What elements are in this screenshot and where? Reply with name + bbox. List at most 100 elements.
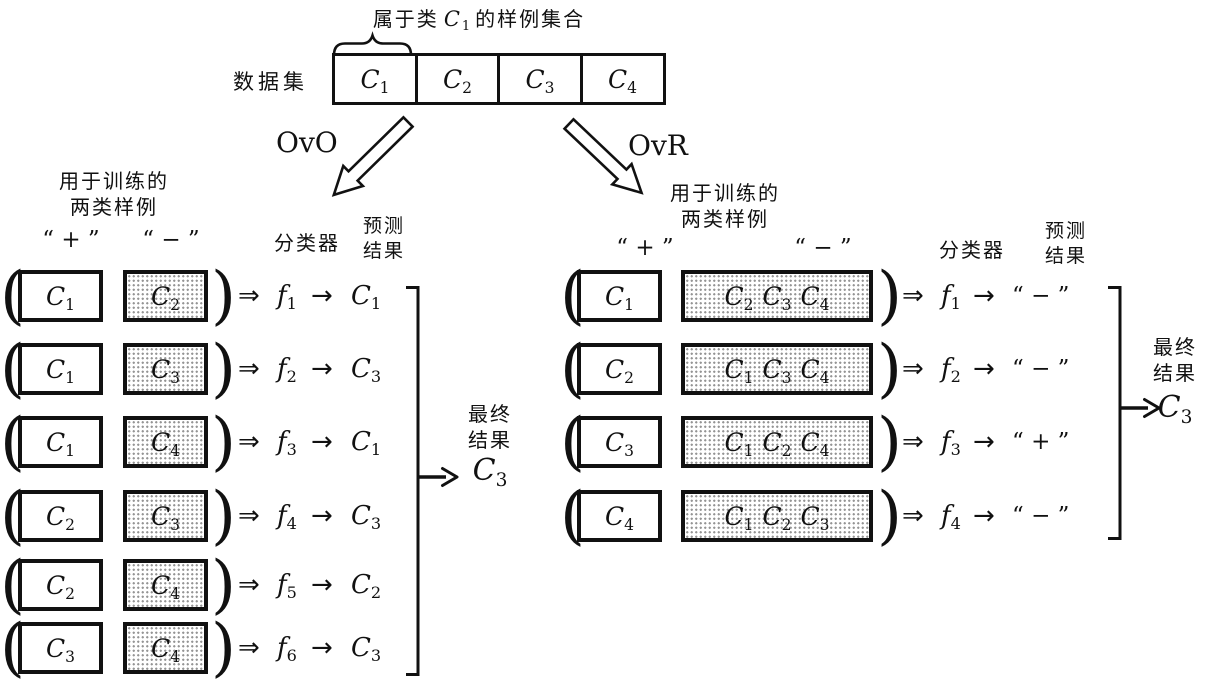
classifier-symbol: f3 bbox=[277, 427, 297, 460]
caption-prefix: 属于类 bbox=[372, 9, 439, 31]
close-paren: ) bbox=[877, 259, 902, 333]
ovo-row-5: ( C2 C4 ) ⇒ f5 → C2 bbox=[0, 553, 445, 617]
negative-class-box: C4 bbox=[123, 622, 208, 674]
classifier-symbol: f4 bbox=[277, 501, 297, 534]
classifier-symbol: f4 bbox=[941, 501, 961, 534]
positive-class-box: C1 bbox=[18, 343, 103, 395]
ovr-row-4: ( C4 C1 C2 C3 ) ⇒ f4 → “ − ” bbox=[560, 484, 1208, 548]
ovr-row-1: ( C1 C2 C3 C4 ) ⇒ f1 → “ − ” bbox=[560, 264, 1208, 328]
negative-classes-box: C1 C2 C3 bbox=[681, 490, 873, 542]
positive-class-box: C1 bbox=[577, 270, 662, 322]
dataset-cell-c1: C1 bbox=[332, 53, 418, 105]
maps-to-arrow: → bbox=[311, 570, 333, 600]
ovr-final-result-value: C3 bbox=[1157, 390, 1193, 428]
maps-to-arrow: → bbox=[311, 427, 333, 457]
negative-classes-box: C2 C3 C4 bbox=[681, 270, 873, 322]
prediction-value: C3 bbox=[351, 633, 382, 666]
prediction-value: “ − ” bbox=[1012, 503, 1070, 529]
negative-class-box: C4 bbox=[123, 559, 208, 611]
implies-symbol: ⇒ bbox=[238, 501, 260, 531]
ovo-positive-column-header: “ + ” bbox=[42, 227, 100, 253]
ovr-negative-column-header: “ − ” bbox=[794, 235, 852, 261]
ovr-training-header: 用于训练的两类样例 bbox=[670, 183, 780, 231]
ovr-branch-label: OvR bbox=[628, 129, 688, 162]
positive-class-box: C2 bbox=[18, 559, 103, 611]
classifier-symbol: f5 bbox=[277, 570, 297, 603]
negative-classes-box: C1 C2 C4 bbox=[681, 416, 873, 468]
close-paren: ) bbox=[211, 259, 236, 333]
classifier-symbol: f6 bbox=[277, 633, 297, 666]
prediction-value: “ − ” bbox=[1012, 283, 1070, 309]
maps-to-arrow: → bbox=[311, 354, 333, 384]
class1-set-caption: 属于类 C1 的样例集合 bbox=[333, 3, 625, 35]
ovo-branch-label: OvO bbox=[276, 126, 338, 159]
ovo-row-3: ( C1 C4 ) ⇒ f3 → C1 bbox=[0, 410, 445, 474]
ovo-negative-column-header: “ − ” bbox=[142, 227, 200, 253]
implies-symbol: ⇒ bbox=[902, 354, 924, 384]
positive-class-box: C3 bbox=[577, 416, 662, 468]
positive-class-box: C1 bbox=[18, 416, 103, 468]
dataset-label: 数据集 bbox=[233, 71, 308, 94]
maps-to-arrow: → bbox=[973, 501, 995, 531]
ovo-row-1: ( C1 C2 ) ⇒ f1 → C1 bbox=[0, 264, 445, 328]
classifier-symbol: f1 bbox=[277, 281, 297, 314]
classifier-symbol: f3 bbox=[941, 427, 961, 460]
dataset-strip: C1 C2 C3 C4 bbox=[332, 53, 666, 105]
maps-to-arrow: → bbox=[973, 281, 995, 311]
positive-class-box: C4 bbox=[577, 490, 662, 542]
dataset-cell-c3: C3 bbox=[497, 53, 583, 105]
ovo-block-arrow-icon bbox=[331, 115, 415, 197]
close-paren: ) bbox=[877, 405, 902, 479]
negative-classes-box: C1 C3 C4 bbox=[681, 343, 873, 395]
implies-symbol: ⇒ bbox=[238, 354, 260, 384]
negative-class-box: C3 bbox=[123, 343, 208, 395]
ovr-classifier-header: 分类器 bbox=[939, 240, 1005, 262]
maps-to-arrow: → bbox=[311, 633, 333, 663]
implies-symbol: ⇒ bbox=[902, 427, 924, 457]
implies-symbol: ⇒ bbox=[902, 281, 924, 311]
prediction-value: “ − ” bbox=[1012, 356, 1070, 382]
caption-class-symbol: C1 bbox=[443, 7, 471, 35]
ovr-prediction-header: 预测结果 bbox=[1044, 221, 1087, 267]
ovo-row-4: ( C2 C3 ) ⇒ f4 → C3 bbox=[0, 484, 445, 548]
close-paren: ) bbox=[211, 479, 236, 553]
dataset-cell-c2: C2 bbox=[414, 53, 501, 105]
close-paren: ) bbox=[877, 479, 902, 553]
prediction-value: “ + ” bbox=[1012, 429, 1070, 455]
prediction-value: C1 bbox=[351, 281, 382, 314]
ovo-training-header: 用于训练的两类样例 bbox=[59, 171, 169, 219]
positive-class-box: C2 bbox=[577, 343, 662, 395]
positive-class-box: C2 bbox=[18, 490, 103, 542]
ovr-row-3: ( C3 C1 C2 C4 ) ⇒ f3 → “ + ” bbox=[560, 410, 1208, 474]
ovo-prediction-header: 预测结果 bbox=[362, 216, 405, 262]
maps-to-arrow: → bbox=[973, 354, 995, 384]
negative-class-box: C3 bbox=[123, 490, 208, 542]
classifier-symbol: f2 bbox=[277, 354, 297, 387]
implies-symbol: ⇒ bbox=[238, 281, 260, 311]
dataset-cell-c4: C4 bbox=[579, 53, 666, 105]
close-paren: ) bbox=[211, 405, 236, 479]
prediction-value: C1 bbox=[351, 427, 382, 460]
maps-to-arrow: → bbox=[311, 501, 333, 531]
ovr-positive-column-header: “ + ” bbox=[616, 235, 674, 261]
implies-symbol: ⇒ bbox=[238, 570, 260, 600]
maps-to-arrow: → bbox=[311, 281, 333, 311]
positive-class-box: C3 bbox=[18, 622, 103, 674]
prediction-value: C3 bbox=[351, 501, 382, 534]
positive-class-box: C1 bbox=[18, 270, 103, 322]
ovo-row-2: ( C1 C3 ) ⇒ f2 → C3 bbox=[0, 337, 445, 401]
prediction-value: C2 bbox=[351, 570, 382, 603]
close-paren: ) bbox=[211, 332, 236, 406]
prediction-value: C3 bbox=[351, 354, 382, 387]
negative-class-box: C4 bbox=[123, 416, 208, 468]
ovo-final-result-value: C3 bbox=[472, 453, 508, 491]
maps-to-arrow: → bbox=[973, 427, 995, 457]
implies-symbol: ⇒ bbox=[238, 633, 260, 663]
negative-class-box: C2 bbox=[123, 270, 208, 322]
ovo-final-result-label: 最终结果 bbox=[468, 404, 512, 452]
close-paren: ) bbox=[877, 332, 902, 406]
ovo-classifier-header: 分类器 bbox=[274, 233, 340, 255]
ovr-row-2: ( C2 C1 C3 C4 ) ⇒ f2 → “ − ” bbox=[560, 337, 1208, 401]
classifier-symbol: f2 bbox=[941, 354, 961, 387]
